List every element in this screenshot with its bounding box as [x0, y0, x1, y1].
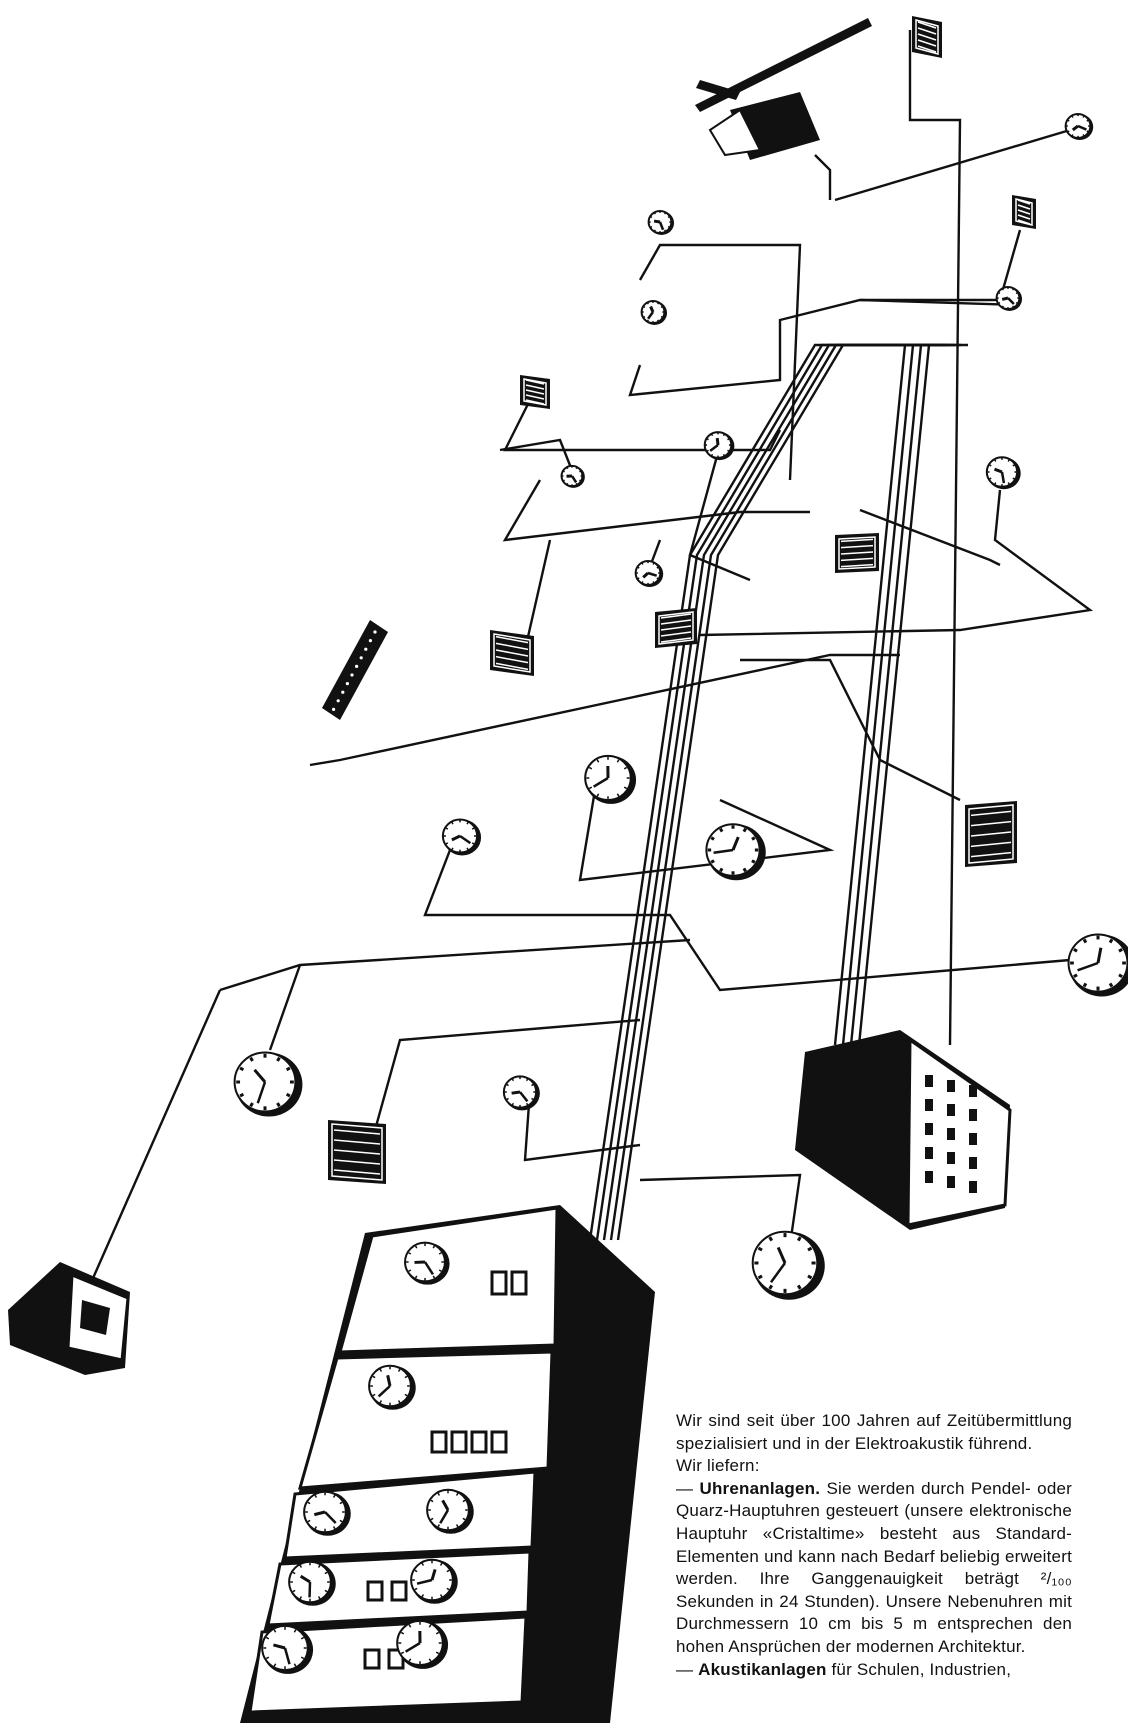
wall-clock-icon [997, 287, 1022, 311]
cable-line [843, 345, 913, 1045]
cable-line [375, 1020, 640, 1130]
acoustic-systems-heading: Akustikanlagen [698, 1660, 826, 1679]
wall-clock-icon [443, 819, 481, 855]
wall-clock-icon [649, 211, 674, 235]
wall-clock-icon [753, 1232, 825, 1300]
wall-clock-icon [1066, 114, 1094, 140]
cable-line [835, 130, 1070, 200]
cable-line [910, 30, 960, 1045]
cable-line [815, 155, 830, 200]
column-speaker-icon [322, 620, 388, 720]
intro-paragraph: Wir sind seit über 100 Jahren auf Zeitüb… [676, 1410, 1072, 1455]
loudspeaker-icon [965, 801, 1017, 867]
wall-clock-icon [642, 301, 667, 325]
cable-line [270, 965, 300, 1050]
wall-clock-icon [1069, 934, 1128, 996]
wall-clock-icon [987, 457, 1021, 489]
wall-clock-icon [504, 1076, 540, 1110]
wall-clock-icon [706, 824, 765, 880]
clock-systems-paragraph: — Uhrenanlagen. Sie werden durch Pendel-… [676, 1478, 1072, 1659]
wall-clock-icon [562, 466, 585, 488]
cable-line [740, 660, 960, 800]
signal-box-icon [8, 1262, 130, 1375]
loudspeaker-icon [520, 375, 550, 409]
loudspeaker-icon [835, 533, 879, 573]
loudspeaker-icon [1012, 195, 1036, 229]
cable-line [525, 1090, 640, 1160]
cable-line [851, 345, 921, 1045]
acoustic-systems-paragraph: — Akustikanlagen für Schulen, Industrien… [676, 1659, 1072, 1682]
intro-list-label: Wir liefern: [676, 1455, 1072, 1478]
cable-line [630, 230, 1020, 395]
wall-clock-icon [235, 1053, 303, 1117]
cable-line [505, 480, 810, 540]
wall-clock-icon [705, 432, 735, 460]
amplifier-rack-icon [795, 1030, 1010, 1230]
cable-line [90, 990, 220, 1285]
cable-line [860, 510, 1000, 565]
clock-systems-heading: Uhrenanlagen. [699, 1479, 820, 1498]
cable-line [220, 940, 690, 990]
description-text: Wir sind seit über 100 Jahren auf Zeitüb… [676, 1410, 1072, 1681]
loudspeaker-icon [655, 608, 697, 648]
loudspeaker-icon [490, 630, 534, 676]
loudspeaker-icon [328, 1120, 386, 1184]
cable-line [310, 655, 900, 765]
projector-speaker-icon [695, 18, 872, 160]
wall-clock-icon [636, 561, 664, 587]
loudspeaker-icon [912, 16, 942, 58]
